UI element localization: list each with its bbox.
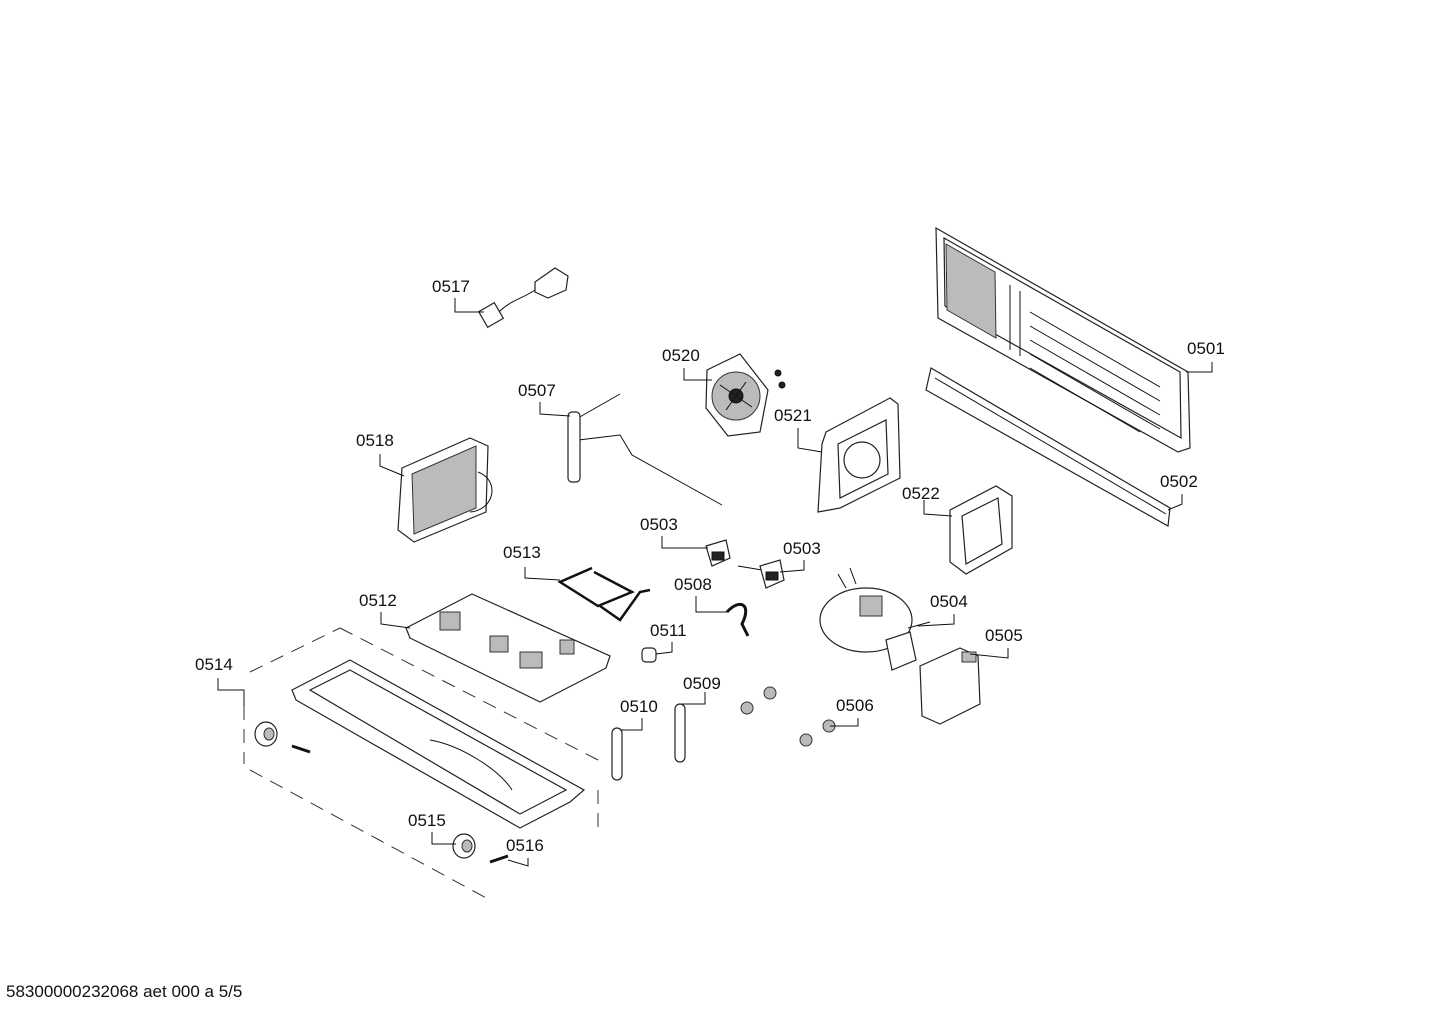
label-0504: 0504: [930, 592, 968, 611]
fan-frame-drawing: [817, 397, 901, 513]
fan-drawing: [705, 353, 786, 437]
condenser-drawing: [397, 437, 493, 543]
small-cap-drawing: [641, 647, 657, 663]
relay-left-drawing: [705, 539, 731, 567]
compressor-drawing: [819, 567, 931, 671]
back-panel-drawing: [935, 226, 1191, 453]
label-0520: 0520: [662, 346, 700, 365]
sensor-wire-drawing: [567, 393, 723, 506]
label-0513: 0513: [503, 543, 541, 562]
pin-drawing: [291, 744, 509, 864]
pipe-loop-drawing: [557, 566, 651, 622]
control-box-drawing: [919, 647, 981, 725]
label-0517: 0517: [432, 277, 470, 296]
label-0518: 0518: [356, 431, 394, 450]
cover-strip-drawing: [925, 367, 1171, 527]
tube-0510-drawing: [611, 727, 623, 781]
label-0505: 0505: [985, 626, 1023, 645]
label-0521: 0521: [774, 406, 812, 425]
label-0507: 0507: [518, 381, 556, 400]
grommets-drawing: [740, 686, 836, 747]
label-0516: 0516: [506, 836, 544, 855]
label-0503-right: 0503: [783, 539, 821, 558]
label-0506: 0506: [836, 696, 874, 715]
gasket-frame-drawing: [949, 485, 1013, 575]
label-0512: 0512: [359, 591, 397, 610]
wheel-rear-drawing: [254, 721, 278, 747]
drain-tray-drawing: [405, 593, 611, 703]
label-0509: 0509: [683, 674, 721, 693]
label-0514: 0514: [195, 655, 233, 674]
label-0522: 0522: [902, 484, 940, 503]
leader-lines: [217, 298, 1213, 867]
label-0515: 0515: [408, 811, 446, 830]
bent-tube-drawing: [725, 602, 750, 637]
label-0502: 0502: [1160, 472, 1198, 491]
label-0510: 0510: [620, 697, 658, 716]
label-0503-left: 0503: [640, 515, 678, 534]
document-code: 58300000232068 aet 000 a 5/5: [6, 982, 243, 1001]
tube-0509-drawing: [674, 703, 686, 763]
label-0508: 0508: [674, 575, 712, 594]
base-plate-drawing: [243, 627, 599, 901]
power-cord-drawing: [477, 267, 569, 329]
label-0501: 0501: [1187, 339, 1225, 358]
part-labels: 0501 0502 0503 0503 0504 0505 0506 0507 …: [195, 277, 1225, 855]
wheel-front-drawing: [452, 833, 476, 859]
relay-right-drawing: [737, 559, 785, 589]
label-0511: 0511: [650, 621, 687, 640]
